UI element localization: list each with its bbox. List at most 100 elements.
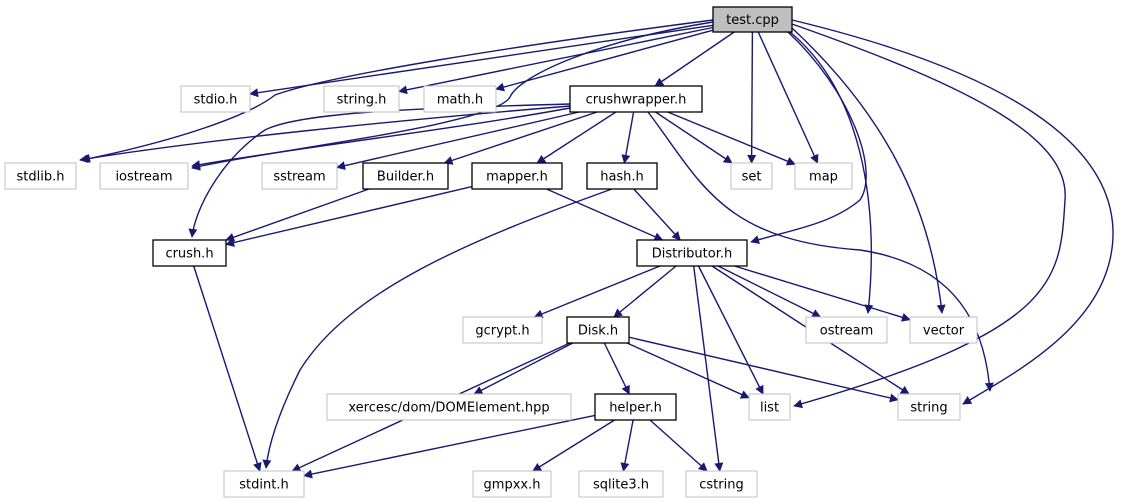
edge-test_cpp-to-stdio_h xyxy=(249,24,714,98)
node-string: string xyxy=(897,393,961,421)
node-map: map xyxy=(794,162,853,190)
node-box-ostream xyxy=(805,316,888,344)
node-box-mapper_h xyxy=(471,162,563,190)
edge-helper_h-to-stdint_h xyxy=(303,414,596,479)
node-box-crushwrapper_h xyxy=(569,85,703,113)
node-label-sqlite3_h: sqlite3.h xyxy=(593,478,649,493)
edge-test_cpp-to-crushwrapper_h xyxy=(654,31,735,87)
node-crush_h[interactable]: crush.h xyxy=(152,239,227,267)
node-label-stdio_h: stdio.h xyxy=(194,93,238,108)
node-label-string: string xyxy=(910,401,947,416)
node-helper_h[interactable]: helper.h xyxy=(594,393,677,421)
edge-test_cpp-to-ostream xyxy=(789,31,874,314)
node-label-hash_h: hash.h xyxy=(600,170,644,185)
node-gmpxx_h: gmpxx.h xyxy=(472,470,552,498)
node-label-gmpxx_h: gmpxx.h xyxy=(484,478,541,493)
edge-test_cpp-to-distributor_h xyxy=(750,31,867,244)
node-label-math_h: math.h xyxy=(437,93,483,108)
node-vector: vector xyxy=(909,316,978,344)
node-label-stdlib_h: stdlib.h xyxy=(17,170,65,185)
node-label-helper_h: helper.h xyxy=(609,401,662,416)
node-box-helper_h xyxy=(594,393,677,421)
node-gcrypt_h: gcrypt.h xyxy=(462,316,543,344)
node-box-stdint_h xyxy=(223,470,305,498)
node-box-cstring xyxy=(685,470,758,498)
node-string_h: string.h xyxy=(323,85,400,113)
node-box-sstream xyxy=(261,162,338,190)
node-box-vector xyxy=(909,316,978,344)
edge-builder_h-to-crush_h xyxy=(225,188,370,242)
node-label-vector: vector xyxy=(923,324,965,339)
node-label-stdint_h: stdint.h xyxy=(239,478,288,493)
node-stdint_h: stdint.h xyxy=(223,470,305,498)
node-box-stdio_h xyxy=(180,85,251,113)
edge-crushwrapper_h-to-sstream xyxy=(336,111,580,170)
edge-hash_h-to-stdint_h xyxy=(262,188,613,469)
node-box-test_cpp xyxy=(712,6,793,33)
node-label-builder_h: Builder.h xyxy=(377,170,434,185)
node-label-disk_h: Disk.h xyxy=(578,324,618,339)
edge-helper_h-to-cstring xyxy=(649,419,708,472)
node-box-string_h xyxy=(323,85,400,113)
node-label-set: set xyxy=(742,170,762,185)
edge-helper_h-to-sqlite3_h xyxy=(620,419,634,472)
node-test_cpp[interactable]: test.cpp xyxy=(712,6,793,33)
node-label-crushwrapper_h: crushwrapper.h xyxy=(586,93,687,108)
edge-test_cpp-to-math_h xyxy=(495,29,714,92)
node-stdio_h: stdio.h xyxy=(180,85,251,113)
node-label-cstring: cstring xyxy=(699,478,743,493)
node-box-map xyxy=(794,162,853,190)
edge-distributor_h-to-ostream xyxy=(717,265,822,318)
node-sstream: sstream xyxy=(261,162,338,190)
node-label-gcrypt_h: gcrypt.h xyxy=(475,324,529,339)
node-math_h: math.h xyxy=(423,85,497,113)
node-builder_h[interactable]: Builder.h xyxy=(362,162,449,190)
node-xercesc: xercesc/dom/DOMElement.hpp xyxy=(326,393,572,421)
edge-mapper_h-to-crush_h xyxy=(225,185,473,247)
edge-disk_h-to-list xyxy=(626,342,750,399)
node-box-xercesc xyxy=(326,393,572,421)
node-iostream: iostream xyxy=(99,162,189,190)
edge-disk_h-to-xercesc xyxy=(473,342,574,395)
node-hash_h[interactable]: hash.h xyxy=(586,162,658,190)
node-label-test_cpp: test.cpp xyxy=(726,13,779,28)
node-label-sstream: sstream xyxy=(273,170,325,185)
node-list: list xyxy=(748,393,791,421)
node-box-disk_h xyxy=(566,316,630,344)
edge-distributor_h-to-gcrypt_h xyxy=(533,265,661,319)
node-distributor_h[interactable]: Distributor.h xyxy=(636,239,748,267)
edge-test_cpp-to-string_h xyxy=(398,26,714,95)
node-box-gmpxx_h xyxy=(472,470,552,498)
node-label-xercesc: xercesc/dom/DOMElement.hpp xyxy=(348,401,549,416)
node-crushwrapper_h[interactable]: crushwrapper.h xyxy=(569,85,703,113)
node-box-crush_h xyxy=(152,239,227,267)
node-label-distributor_h: Distributor.h xyxy=(652,247,733,262)
node-disk_h[interactable]: Disk.h xyxy=(566,316,630,344)
node-set: set xyxy=(730,162,773,190)
node-sqlite3_h: sqlite3.h xyxy=(578,470,664,498)
edge-distributor_h-to-vector xyxy=(734,265,911,322)
node-label-ostream: ostream xyxy=(820,324,874,339)
node-box-hash_h xyxy=(586,162,658,190)
node-box-builder_h xyxy=(362,162,449,190)
edge-test_cpp-to-set xyxy=(747,31,757,164)
node-mapper_h[interactable]: mapper.h xyxy=(471,162,563,190)
edge-crush_h-to-stdint_h xyxy=(193,265,262,472)
edge-crushwrapper_h-to-set xyxy=(655,111,733,164)
node-box-string xyxy=(897,393,961,421)
node-label-crush_h: crush.h xyxy=(165,247,213,262)
edge-crushwrapper_h-to-map xyxy=(667,111,796,166)
node-box-distributor_h xyxy=(636,239,748,267)
node-box-iostream xyxy=(99,162,189,190)
edge-test_cpp-to-vector xyxy=(791,27,946,314)
node-box-math_h xyxy=(423,85,497,113)
edge-crushwrapper_h-to-hash_h xyxy=(621,111,635,164)
node-label-iostream: iostream xyxy=(115,170,172,185)
node-box-gcrypt_h xyxy=(462,316,543,344)
node-ostream: ostream xyxy=(805,316,888,344)
node-box-sqlite3_h xyxy=(578,470,664,498)
edge-disk_h-to-helper_h xyxy=(603,342,630,395)
node-cstring: cstring xyxy=(685,470,758,498)
edge-test_cpp-to-stdlib_h xyxy=(81,19,714,163)
